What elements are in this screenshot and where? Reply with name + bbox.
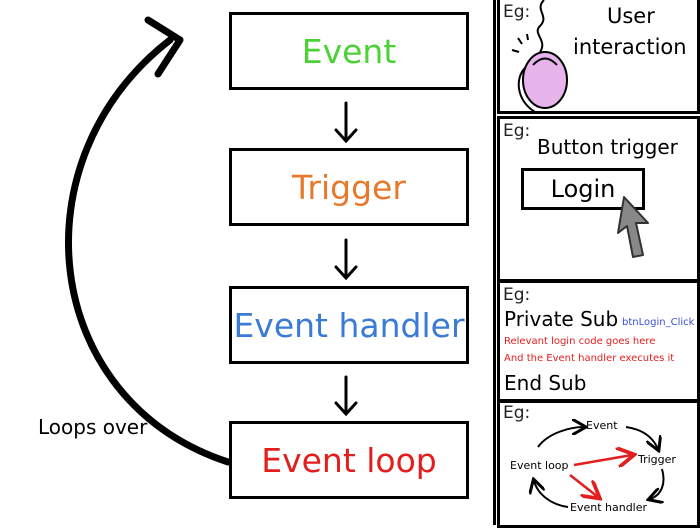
button-trigger-label: Button trigger [537, 135, 678, 159]
mini-event-handler-label: Event handler [570, 501, 648, 514]
login-button-example: Login [521, 168, 645, 210]
panel-code-example: Eg: Private Sub btnLogin_Click Relevant … [497, 280, 700, 402]
mini-loop-arrows [500, 403, 665, 508]
mouse-hand-icon [511, 0, 568, 111]
panel-mini-loop: Eg: Event Trigger Event loop Event handl… [497, 400, 700, 528]
down-arrow-3 [334, 375, 358, 417]
step-event-label: Event [301, 31, 397, 71]
code-comment-2: And the Event handler executes it [504, 353, 675, 364]
step-event-loop-box: Event loop [229, 421, 469, 499]
step-event-handler-box: Event handler [229, 286, 469, 364]
code-private-sub: Private Sub [504, 307, 619, 331]
down-arrow-2 [334, 238, 358, 281]
down-arrow-1 [334, 101, 358, 144]
eg-label-2: Eg: [503, 121, 531, 141]
loops-over-label: Loops over [38, 415, 148, 439]
eg-label-4: Eg: [503, 403, 531, 423]
step-trigger-label: Trigger [292, 167, 406, 207]
user-label: User [607, 4, 655, 28]
step-trigger-box: Trigger [229, 148, 469, 226]
step-event-box: Event [229, 12, 469, 90]
mini-event-loop-label: Event loop [510, 459, 569, 472]
code-end-sub: End Sub [504, 371, 587, 395]
code-comment-1: Relevant login code goes here [504, 336, 656, 347]
interaction-label: interaction [573, 35, 687, 59]
loop-arrowhead [144, 16, 184, 78]
loop-arrow [65, 36, 232, 466]
eg-label-1: Eg: [503, 2, 531, 22]
eg-label-3: Eg: [503, 285, 531, 305]
panel-user-interaction: Eg: User interaction [497, 0, 700, 114]
step-event-loop-label: Event loop [261, 440, 437, 480]
code-sub-name: btnLogin_Click [622, 317, 695, 328]
panel-button-trigger: Eg: Button trigger Login [497, 116, 700, 282]
panel-divider [493, 0, 496, 525]
step-event-handler-label: Event handler [233, 305, 465, 345]
mini-event-label: Event [586, 419, 618, 432]
mini-trigger-label: Trigger [638, 453, 676, 466]
cursor-icon [617, 196, 649, 258]
login-button-label: Login [550, 175, 616, 203]
